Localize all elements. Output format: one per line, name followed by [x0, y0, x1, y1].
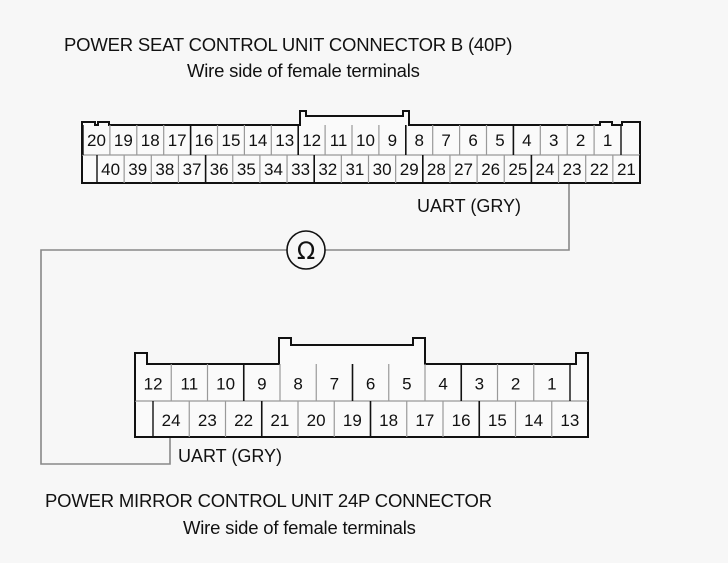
pin-35: 35 [237, 160, 256, 179]
pin-9: 9 [388, 131, 397, 150]
pin-18: 18 [141, 131, 160, 150]
pin-8: 8 [415, 131, 424, 150]
pin-38: 38 [155, 160, 174, 179]
bottom-wire-label: UART (GRY) [178, 446, 282, 466]
pin-21: 21 [270, 411, 289, 430]
pin-34: 34 [264, 160, 283, 179]
pin-4: 4 [438, 374, 447, 393]
pin-11: 11 [330, 131, 348, 150]
pin-11: 11 [181, 374, 199, 393]
pin-26: 26 [481, 160, 500, 179]
pin-4: 4 [522, 131, 531, 150]
pin-25: 25 [508, 160, 527, 179]
pin-20: 20 [307, 411, 326, 430]
pin-16: 16 [452, 411, 471, 430]
svg-text:Ω: Ω [297, 237, 315, 265]
pin-30: 30 [373, 160, 392, 179]
pin-1: 1 [603, 131, 612, 150]
pin-6: 6 [366, 374, 375, 393]
pin-14: 14 [524, 411, 543, 430]
pin-19: 19 [114, 131, 133, 150]
pin-24: 24 [162, 411, 181, 430]
pin-5: 5 [495, 131, 504, 150]
pin-23: 23 [563, 160, 582, 179]
pin-3: 3 [475, 374, 484, 393]
pin-12: 12 [144, 374, 163, 393]
top-connector-title: POWER SEAT CONTROL UNIT CONNECTOR B (40P… [64, 34, 513, 55]
pin-39: 39 [128, 160, 147, 179]
pin-16: 16 [195, 131, 214, 150]
pin-17: 17 [168, 131, 187, 150]
pin-36: 36 [210, 160, 229, 179]
pin-23: 23 [198, 411, 217, 430]
pin-3: 3 [549, 131, 558, 150]
pin-9: 9 [257, 374, 266, 393]
pin-13: 13 [560, 411, 579, 430]
bottom-connector-subtitle: Wire side of female terminals [183, 517, 416, 538]
pin-14: 14 [248, 131, 267, 150]
pin-15: 15 [221, 131, 240, 150]
ohmmeter-icon: Ω [286, 230, 326, 270]
pin-22: 22 [590, 160, 609, 179]
pin-6: 6 [468, 131, 477, 150]
pin-2: 2 [576, 131, 585, 150]
test-wire [40, 183, 570, 465]
pin-13: 13 [275, 131, 294, 150]
top-wire-label: UART (GRY) [417, 196, 521, 216]
pin-32: 32 [318, 160, 337, 179]
pin-19: 19 [343, 411, 362, 430]
pin-10: 10 [216, 374, 235, 393]
pin-37: 37 [183, 160, 202, 179]
pin-31: 31 [345, 160, 364, 179]
pin-1: 1 [547, 374, 556, 393]
pin-24: 24 [536, 160, 555, 179]
pin-10: 10 [356, 131, 375, 150]
pin-33: 33 [291, 160, 310, 179]
pin-22: 22 [234, 411, 253, 430]
pin-20: 20 [87, 131, 106, 150]
pin-29: 29 [400, 160, 419, 179]
pin-17: 17 [415, 411, 434, 430]
pin-12: 12 [302, 131, 321, 150]
pin-15: 15 [488, 411, 507, 430]
pin-18: 18 [379, 411, 398, 430]
pin-27: 27 [454, 160, 473, 179]
top-connector-subtitle: Wire side of female terminals [187, 60, 420, 81]
pin-40: 40 [101, 160, 120, 179]
pin-7: 7 [441, 131, 450, 150]
pin-21: 21 [617, 160, 636, 179]
pin-28: 28 [427, 160, 446, 179]
bottom-connector-title: POWER MIRROR CONTROL UNIT 24P CONNECTOR [45, 490, 492, 511]
pin-2: 2 [511, 374, 520, 393]
pin-8: 8 [293, 374, 302, 393]
pin-7: 7 [330, 374, 339, 393]
pin-5: 5 [402, 374, 411, 393]
